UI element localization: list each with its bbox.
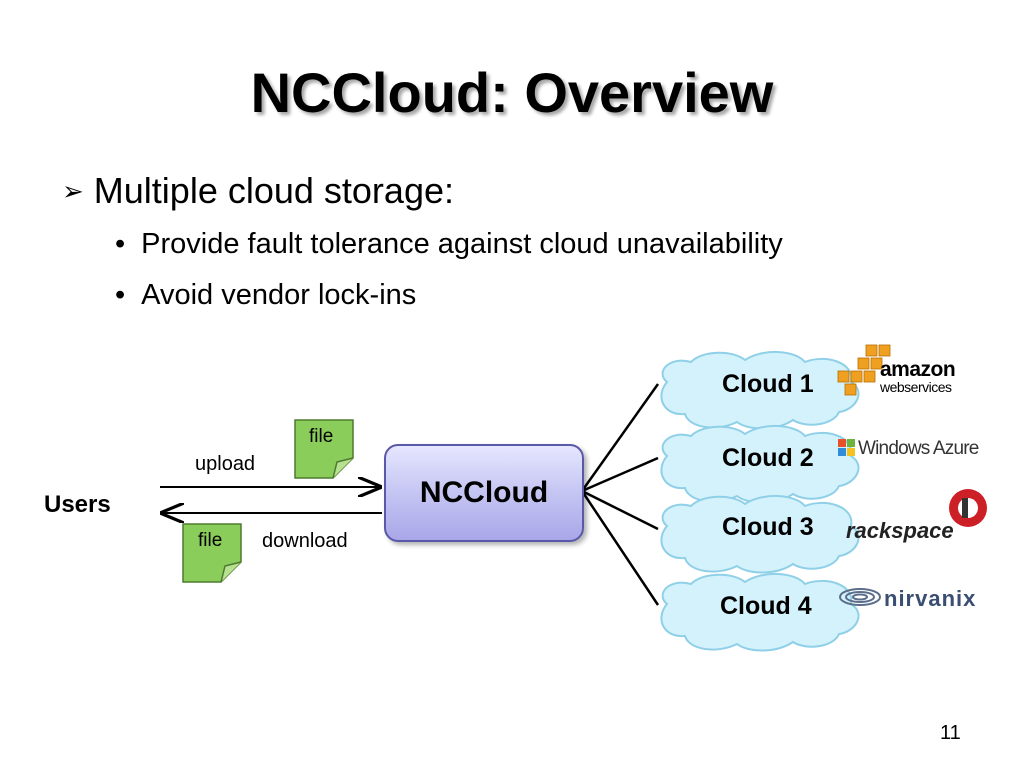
amazon-logo-text: amazon <box>880 358 956 381</box>
main-bullet-text: Multiple cloud storage: <box>93 170 454 211</box>
page-number: 11 <box>940 722 961 744</box>
rackspace-logo-text: rackspace <box>846 518 954 543</box>
amazon-logo-subtext: webservices <box>880 379 952 395</box>
azure-logo-text: Windows Azure <box>858 438 979 459</box>
cloud-1-label: Cloud 1 <box>722 370 814 398</box>
cloud-3-label: Cloud 3 <box>722 513 814 541</box>
cloud-2-label: Cloud 2 <box>722 444 814 472</box>
nirvanix-logo-text: nirvanix <box>884 586 977 611</box>
download-label: download <box>262 530 348 552</box>
connector-cloud-1 <box>580 383 660 492</box>
nccloud-label: NCCloud <box>419 476 549 509</box>
nccloud-node: NCCloud <box>384 444 584 542</box>
cloud-4-label: Cloud 4 <box>720 592 812 620</box>
connector-cloud-2 <box>581 456 659 493</box>
sub-bullet-text: Provide fault tolerance against cloud un… <box>141 228 783 260</box>
cloud-3-shape <box>660 494 860 574</box>
upload-label: upload <box>195 453 256 475</box>
rackspace-logo-icon <box>949 489 987 527</box>
arrow-bullet-icon: ➢ <box>62 175 84 206</box>
amazon-logo-icon <box>837 344 891 396</box>
sub-bullet: • Avoid vendor lock-ins <box>115 279 416 312</box>
download-file-label: file <box>198 530 223 551</box>
nirvanix-logo-icon <box>839 588 881 606</box>
windows-logo-icon <box>838 439 855 456</box>
sub-bullet-text: Avoid vendor lock-ins <box>141 279 417 311</box>
cloud-4-shape <box>660 572 860 652</box>
slide-title: NCCloud: Overview <box>250 61 774 124</box>
connector-cloud-3 <box>581 489 659 531</box>
sub-bullet: • Provide fault tolerance against cloud u… <box>115 228 783 261</box>
dot-bullet-icon: • <box>115 279 126 311</box>
main-bullet: ➢ Multiple cloud storage: <box>62 170 454 212</box>
users-label: Users <box>44 491 111 518</box>
upload-file-label: file <box>309 426 334 447</box>
cloud-1-shape <box>660 350 860 430</box>
upload-file-icon <box>294 419 354 479</box>
download-file-icon <box>182 523 242 583</box>
dot-bullet-icon: • <box>115 228 126 260</box>
connector-cloud-4 <box>580 490 660 606</box>
